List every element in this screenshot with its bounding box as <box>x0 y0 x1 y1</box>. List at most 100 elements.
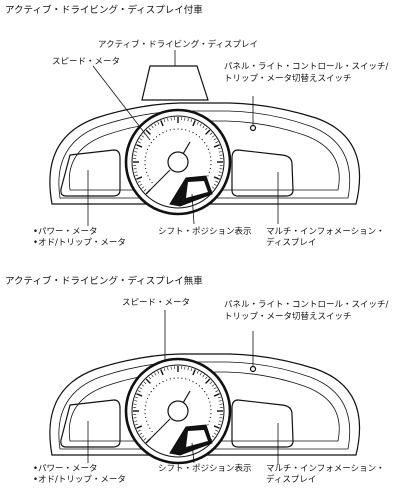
panel-switch-knob <box>249 365 257 373</box>
speedometer-tick <box>143 438 147 441</box>
speedometer-tick <box>141 435 145 438</box>
speedometer-dot <box>207 397 210 399</box>
speedometer-tick <box>143 189 147 192</box>
speedometer-dot <box>159 382 161 385</box>
speedometer-dot <box>181 377 183 379</box>
speedometer-dot <box>162 131 164 134</box>
speedometer-tick <box>218 151 222 153</box>
speedometer-tick <box>154 372 157 376</box>
adm-label: アクティブ・ドライビング・ディスプレイ <box>98 40 258 50</box>
speedometer-dot <box>148 145 150 147</box>
speedometer-dot <box>169 378 171 380</box>
speedometer-label: スピード・メータ <box>122 298 191 308</box>
multi-display-label-line1: マルチ・インフォメーション・ <box>266 464 385 474</box>
multi-display-label-line1: マルチ・インフォメーション・ <box>266 227 385 237</box>
speedometer-tick <box>163 368 166 372</box>
speedometer-tick <box>139 432 143 435</box>
speedometer-dot <box>192 380 194 383</box>
speedometer-dot <box>159 133 161 136</box>
speedometer-tick <box>141 135 145 138</box>
speedometer-dot <box>145 401 147 403</box>
speedometer-dot <box>147 175 149 177</box>
speedometer-dot <box>207 424 209 426</box>
speedometer-dot <box>145 167 147 170</box>
speedometer-tick <box>196 370 199 374</box>
speedometer-tick <box>148 376 151 380</box>
speedometer-dot <box>188 379 191 381</box>
speedometer-dot <box>150 142 152 144</box>
section-2-title: アクティブ・ドライビング・ディスプレイ無車 <box>5 276 203 287</box>
speedometer-tick <box>134 420 138 422</box>
speedometer-dot <box>209 405 212 407</box>
speedometer-tick <box>139 138 143 141</box>
speedometer-tick <box>141 384 145 387</box>
speedometer-dot <box>148 394 150 396</box>
speedometer-dot <box>151 430 153 433</box>
cluster-diagram-2 <box>49 310 361 465</box>
speedometer-dot <box>151 181 153 184</box>
speedometer-tick <box>135 396 139 399</box>
speedometer-tick <box>218 400 222 402</box>
speedometer-tick <box>205 378 211 384</box>
cluster-diagram-1 <box>49 50 361 226</box>
speedometer-tick <box>187 367 189 371</box>
speedometer-tick <box>196 121 199 125</box>
speedometer-tick <box>217 174 221 177</box>
speedometer-dot <box>209 167 211 170</box>
speedometer-tick <box>136 144 143 148</box>
needle-hub <box>167 400 189 422</box>
speedometer-tick <box>211 384 215 387</box>
speedometer-tick <box>211 435 215 438</box>
speedometer-dot <box>208 420 210 422</box>
section-1-title: アクティブ・ドライビング・ディスプレイ付車 <box>5 5 203 16</box>
speedometer-tick <box>209 381 213 384</box>
speedometer-dot <box>149 178 151 180</box>
speedometer-dot <box>198 136 201 138</box>
speedometer-tick <box>151 125 154 129</box>
speedometer-tick <box>213 425 220 429</box>
multi-display-label-line2: ディスプレイ <box>266 475 317 485</box>
odo-trip-label: •オド/トリップ・メータ <box>33 238 126 248</box>
speedometer-tick <box>137 141 141 144</box>
speedometer-dot <box>210 409 212 411</box>
speedometer-dot <box>201 387 203 390</box>
speedometer-dot <box>144 163 146 166</box>
speedometer-tick <box>139 183 143 186</box>
speedometer-tick <box>218 171 222 173</box>
speedometer-dot <box>146 148 149 150</box>
speedometer-dot <box>145 152 147 154</box>
speedometer-tick <box>205 127 208 131</box>
speedometer-dot <box>188 130 191 132</box>
speedometer-tick <box>151 374 154 378</box>
speedometer-tick <box>148 127 151 131</box>
speedometer-dot <box>195 382 197 385</box>
power-meter-label: •パワー・メータ <box>33 227 98 237</box>
speedometer-tick <box>160 369 164 376</box>
speedometer-dot <box>192 131 194 134</box>
speedometer-dot <box>204 391 206 393</box>
speedometer-tick <box>192 369 196 376</box>
speedometer-tick <box>217 396 221 399</box>
speedometer-dot <box>206 145 208 147</box>
speedometer-tick <box>137 390 141 393</box>
speedometer-tick <box>215 180 219 183</box>
speedometer-dot <box>146 171 148 173</box>
speedometer-tick <box>136 176 143 180</box>
speedometer-tick <box>218 420 222 422</box>
speedometer-dot <box>209 156 212 158</box>
speedometer-tick <box>192 120 196 127</box>
panel-switch-label-line2: トリップ・メータ切替えスイッチ <box>224 312 352 322</box>
speedometer-needle <box>182 390 191 404</box>
speedometer-tick <box>211 135 215 138</box>
speedometer-tick <box>213 393 220 397</box>
speedometer-tick <box>213 387 217 390</box>
speedometer-tick <box>217 423 221 426</box>
speedometer-dot <box>210 163 212 166</box>
cluster-housing <box>49 353 361 456</box>
panel-switch-knob <box>249 124 257 132</box>
speedometer-tick <box>134 151 138 153</box>
speedometer-tick <box>205 129 211 135</box>
needle-hub <box>167 151 189 173</box>
speedometer-dot <box>185 129 187 131</box>
speedometer-dot <box>201 138 203 141</box>
